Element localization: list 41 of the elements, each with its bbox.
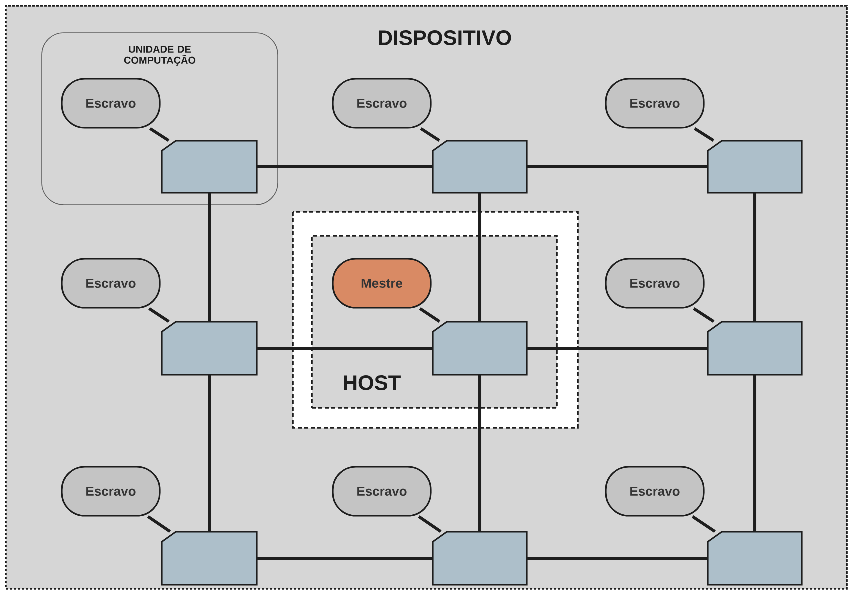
connector-line [257,166,433,168]
host-label: HOST [344,376,401,390]
switch-box [161,321,258,376]
connector-line [692,516,716,534]
slave-pill: Escravo [605,466,705,517]
connector-line [147,516,172,534]
switch-box [707,531,803,586]
master-pill: Mestre [332,258,432,309]
connector-line [257,557,433,560]
connector-line [257,347,433,350]
connector-line [420,128,440,142]
connector-line [694,128,715,142]
switch-box [432,531,528,586]
unit-title: UNIDADE DE COMPUTAÇÃO [124,46,196,66]
connector-line [527,557,708,560]
switch-box [707,140,803,194]
connector-line [419,308,441,324]
connector-line [693,308,715,324]
switch-box [161,140,258,194]
slave-pill: Escravo [61,258,161,309]
slave-pill: Escravo [605,78,705,129]
switch-box [161,531,258,586]
slave-pill: Escravo [605,258,705,309]
connector-line [478,375,482,532]
connector-line [148,308,170,324]
connector-line [208,375,211,532]
slave-pill: Escravo [61,78,161,129]
connector-line [527,347,708,350]
connector-line [208,193,211,322]
connector-line [478,193,482,322]
switch-box [432,321,528,376]
connector-line [754,193,756,322]
connector-line [754,375,756,532]
switch-box [707,321,803,376]
slave-pill: Escravo [332,78,432,129]
connector-line [418,516,442,534]
connector-line [149,128,170,142]
switch-box [432,140,528,194]
slave-pill: Escravo [61,466,161,517]
connector-line [527,166,708,168]
slave-pill: Escravo [332,466,432,517]
